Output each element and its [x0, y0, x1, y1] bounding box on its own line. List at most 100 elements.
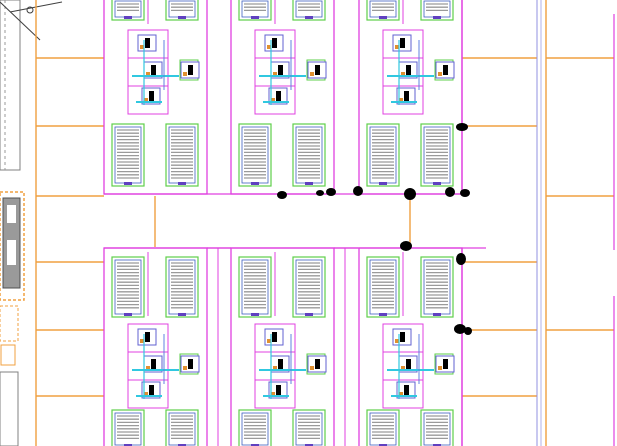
inverter-core	[315, 359, 320, 369]
rack-tag	[251, 444, 259, 446]
rack-unit	[165, 409, 199, 446]
inverter-pad	[127, 323, 169, 409]
rack-unit	[292, 123, 326, 187]
rack-tag	[379, 16, 387, 19]
markers	[277, 123, 472, 335]
rack-frame	[366, 0, 400, 21]
rack-tag	[433, 16, 441, 19]
inverter-core	[443, 359, 448, 369]
inverter-unit	[137, 328, 157, 346]
rack-unit	[292, 256, 326, 318]
inverter-accent	[146, 366, 150, 370]
marker-blob	[316, 190, 324, 196]
rack-frame	[165, 0, 199, 21]
rack-panel	[168, 259, 196, 315]
inverter-accent	[140, 339, 144, 343]
inverter-unit	[307, 355, 327, 373]
rack-frame	[111, 123, 145, 187]
inverter-accent	[310, 72, 314, 76]
marker-blob	[456, 253, 466, 265]
inverter-core	[149, 91, 154, 101]
solar-block	[103, 0, 208, 195]
inverter-pad	[382, 29, 424, 115]
rack-unit	[420, 409, 454, 446]
rack-tag	[124, 182, 132, 185]
rack-frame	[366, 123, 400, 187]
rack-tag	[178, 16, 186, 19]
rack-tag	[379, 313, 387, 316]
inverter-unit	[435, 355, 455, 373]
rack-unit	[420, 0, 454, 21]
rack-unit	[420, 256, 454, 318]
marker-blob	[277, 191, 287, 199]
inverter-core	[400, 38, 405, 48]
rack-tag	[433, 313, 441, 316]
inverter-core	[406, 65, 411, 75]
inverter-core	[315, 65, 320, 75]
inverter-pad	[127, 29, 169, 115]
rack-frame	[366, 256, 400, 318]
rack-tag	[379, 444, 387, 446]
site-boundary-line	[0, 0, 21, 171]
rack-tag	[251, 182, 259, 185]
inverter-accent	[395, 45, 399, 49]
inverter-core	[151, 65, 156, 75]
inverter-accent	[438, 72, 442, 76]
rack-panel	[114, 259, 142, 315]
inverter-accent	[310, 366, 314, 370]
rack-panel	[295, 259, 323, 315]
inverter-core	[272, 332, 277, 342]
inverter-accent	[140, 45, 144, 49]
inverter-pad	[382, 323, 424, 409]
inverter-accent	[273, 72, 277, 76]
inverter-unit	[396, 87, 416, 105]
inverter-unit	[392, 328, 412, 346]
marker-blob	[404, 188, 416, 200]
rack-tag	[124, 444, 132, 446]
inverter-core	[188, 359, 193, 369]
rack-tag	[305, 16, 313, 19]
inverter-unit	[264, 34, 284, 52]
inverter-accent	[146, 72, 150, 76]
inverter-pad	[254, 29, 296, 115]
rack-frame	[238, 0, 272, 21]
rack-tag	[178, 444, 186, 446]
rack-frame	[238, 123, 272, 187]
inverter-core	[404, 91, 409, 101]
rack-tag	[251, 313, 259, 316]
rack-frame	[111, 0, 145, 21]
site-small-box	[0, 344, 16, 366]
rack-tag	[305, 313, 313, 316]
survey-line	[0, 1, 41, 41]
inverter-accent	[183, 72, 187, 76]
inverter-core	[145, 38, 150, 48]
inverter-accent	[267, 339, 271, 343]
inverter-unit	[180, 355, 200, 373]
rack-unit	[366, 123, 400, 187]
rack-frame	[165, 123, 199, 187]
inverter-accent	[271, 98, 275, 102]
rack-frame	[292, 0, 326, 21]
site-structure-inner	[7, 205, 16, 223]
marker-blob	[445, 187, 455, 197]
inverter-accent	[438, 366, 442, 370]
rack-unit	[366, 409, 400, 446]
inverter-core	[276, 91, 281, 101]
rack-frame	[420, 409, 454, 446]
right-boundary	[536, 0, 615, 446]
marker-blob	[456, 123, 468, 131]
inverter-accent	[144, 392, 148, 396]
inverter-accent	[401, 72, 405, 76]
rack-frame	[292, 409, 326, 446]
solar-block	[230, 0, 335, 195]
rack-unit	[111, 409, 145, 446]
rack-panel	[369, 259, 397, 315]
rack-frame	[420, 123, 454, 187]
rack-unit	[238, 256, 272, 318]
site-small-box	[0, 305, 19, 342]
rack-frame	[366, 409, 400, 446]
inverter-unit	[268, 87, 288, 105]
marker-blob	[400, 241, 412, 251]
inverter-unit	[180, 61, 200, 79]
